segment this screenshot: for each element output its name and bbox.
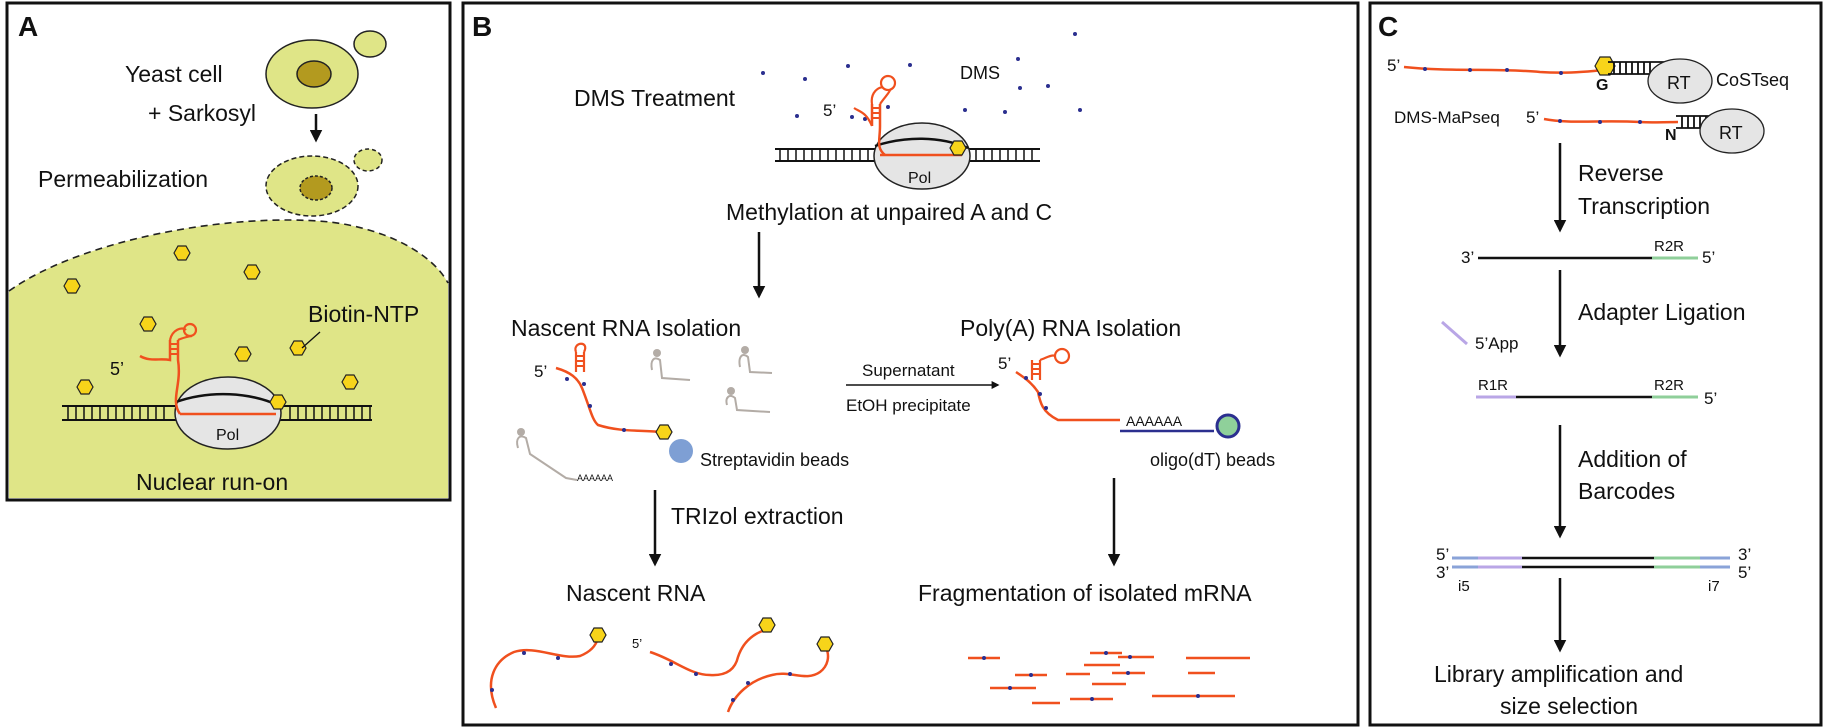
adapter-ligation-label: Adapter Ligation xyxy=(1578,299,1746,325)
library-line2: size selection xyxy=(1500,693,1638,719)
rt-label-costseq: RT xyxy=(1667,73,1691,93)
barcoded-library-dna xyxy=(1452,556,1730,569)
five-prime-b: 5’ xyxy=(823,101,836,120)
panel-c: C 5’ RT G CoSTseq DMS-MaPseq 5’ RT N Rev… xyxy=(1368,1,1823,727)
permeabilization-label: Permeabilization xyxy=(38,166,208,192)
five-prime-isolation: 5’ xyxy=(534,362,547,381)
trizol-label: TRIzol extraction xyxy=(671,503,844,529)
r2r-label-1: R2R xyxy=(1654,238,1684,255)
three-prime-cdna: 3’ xyxy=(1461,248,1474,267)
reverse-label: Reverse xyxy=(1578,160,1664,186)
yeast-cell-icon xyxy=(265,30,387,109)
library-line1: Library amplification and xyxy=(1434,661,1683,687)
dms-treatment-label: DMS Treatment xyxy=(574,85,736,111)
pol-label-b: Pol xyxy=(908,170,931,187)
g-label: G xyxy=(1596,77,1608,94)
biotin-ntp-label: Biotin-NTP xyxy=(308,301,419,327)
panel-b: B DMS Treatment DMS Pol 5’ Methyl xyxy=(461,1,1360,727)
rt-label-mapseq: RT xyxy=(1719,123,1743,143)
app-label: 5’App xyxy=(1475,334,1518,353)
five-prime-lib-right: 5’ xyxy=(1738,563,1751,582)
supernatant-label: Supernatant xyxy=(862,361,955,380)
polya-rna-bead-graphic: AAAAAA 5’ oligo(dT) beads xyxy=(998,347,1275,470)
sarkosyl-label: + Sarkosyl xyxy=(148,100,256,126)
rt-enzyme-costseq xyxy=(1647,58,1713,104)
streptavidin-bead xyxy=(669,439,693,463)
polya-tail-large: AAAAAA xyxy=(1126,413,1183,429)
oligo-dt-label: oligo(dT) beads xyxy=(1150,450,1275,470)
addition-of-label: Addition of xyxy=(1578,446,1687,472)
rt-enzyme-mapseq xyxy=(1699,108,1765,154)
costseq-label: CoSTseq xyxy=(1716,70,1789,90)
dms-label: DMS xyxy=(960,63,1000,83)
yeast-cell-label: Yeast cell xyxy=(125,61,223,87)
five-prime-ligated: 5’ xyxy=(1704,389,1717,408)
nascent-rna-strands xyxy=(489,628,830,713)
barcodes-label: Barcodes xyxy=(1578,478,1675,504)
five-prime-a: 5’ xyxy=(110,359,124,379)
three-prime-lib-left: 3’ xyxy=(1436,563,1449,582)
panel-a: A Yeast cell + Sarkosyl Permeabilization xyxy=(5,1,452,502)
r1r-label: R1R xyxy=(1478,377,1508,394)
methylation-label: Methylation at unpaired A and C xyxy=(726,199,1052,225)
fragmentation-label: Fragmentation of isolated mRNA xyxy=(918,580,1252,606)
nuclear-region xyxy=(9,219,448,499)
transcription-label: Transcription xyxy=(1578,193,1710,219)
five-prime-costseq: 5’ xyxy=(1387,56,1400,75)
i7-label: i7 xyxy=(1708,578,1720,595)
five-prime-nascent: 5’ xyxy=(632,636,642,651)
app-adapter xyxy=(1441,320,1468,346)
nascent-rna-bead-graphic: 5’ AAAAAA Streptavidin beads xyxy=(516,342,849,483)
streptavidin-label: Streptavidin beads xyxy=(700,450,849,470)
five-prime-cdna: 5’ xyxy=(1702,248,1715,267)
panel-a-letter: A xyxy=(18,11,38,42)
etoh-label: EtOH precipitate xyxy=(846,396,971,415)
nascent-rna-a xyxy=(139,340,182,415)
dms-mapseq-label: DMS-MaPseq xyxy=(1394,108,1500,127)
pol-label-a: Pol xyxy=(216,427,239,444)
five-prime-polya: 5’ xyxy=(998,354,1011,373)
nascent-isolation-label: Nascent RNA Isolation xyxy=(511,315,741,341)
r2r-label-2: R2R xyxy=(1654,377,1684,394)
panel-c-letter: C xyxy=(1378,11,1398,42)
three-prime-lib-right: 3’ xyxy=(1738,545,1751,564)
five-prime-lib-left: 5’ xyxy=(1436,545,1449,564)
panel-b-letter: B xyxy=(472,11,492,42)
nuclear-run-on-label: Nuclear run-on xyxy=(136,469,288,495)
nascent-rna-label: Nascent RNA xyxy=(566,580,706,606)
n-label: N xyxy=(1665,127,1677,144)
oligo-dt-bead xyxy=(1215,413,1241,439)
five-prime-mapseq: 5’ xyxy=(1526,108,1539,127)
permeabilized-cell-icon xyxy=(265,148,383,217)
i5-label: i5 xyxy=(1458,578,1470,595)
polya-isolation-label: Poly(A) RNA Isolation xyxy=(960,315,1181,341)
polya-tail-small: AAAAAA xyxy=(577,473,613,483)
